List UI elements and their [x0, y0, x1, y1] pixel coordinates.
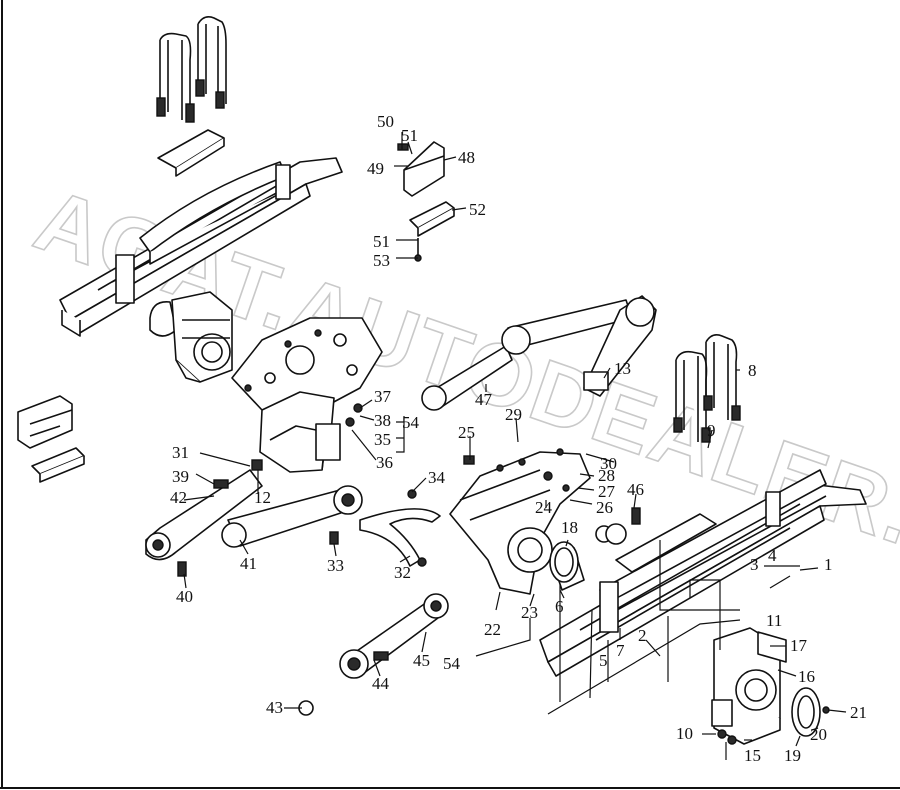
side-brackets-left [17, 395, 85, 483]
callout-46: 46 [627, 480, 644, 499]
callout-52: 52 [469, 200, 486, 219]
callout-34: 34 [428, 468, 446, 487]
callout-33: 33 [327, 556, 344, 575]
upper-v-rod [421, 295, 657, 411]
callout-37: 37 [374, 387, 392, 406]
axle-seat-left [149, 291, 233, 383]
callout-12: 12 [254, 488, 271, 507]
bolts-left-group [177, 403, 417, 577]
callout-36: 36 [376, 453, 393, 472]
u-bolts-left [156, 16, 227, 123]
callout-32: 32 [394, 563, 411, 582]
callout-31: 31 [172, 443, 189, 462]
bolt-46 [595, 507, 641, 545]
ring-seal [549, 541, 579, 583]
lower-arm-left [145, 469, 363, 561]
callout-47: 47 [475, 390, 493, 409]
callout-labels: 50 51 49 48 52 51 53 8 13 47 37 38 54 35… [170, 112, 867, 765]
callout-10: 10 [676, 724, 693, 743]
bracket-curved [359, 508, 441, 567]
leaf-spring-left [59, 157, 343, 337]
callout-54-top: 54 [402, 413, 420, 432]
callout-20: 20 [810, 725, 827, 744]
callout-22: 22 [484, 620, 501, 639]
callout-35: 35 [374, 430, 391, 449]
callout-9: 9 [707, 421, 716, 440]
callout-23: 23 [521, 603, 538, 622]
callout-30: 30 [600, 454, 617, 473]
brackets-48-52 [397, 141, 455, 262]
callout-48: 48 [458, 148, 475, 167]
callout-40: 40 [176, 587, 193, 606]
callout-21: 21 [850, 703, 867, 722]
axle-seat-right [711, 627, 830, 745]
callout-8: 8 [748, 361, 757, 380]
u-bolts-right [673, 334, 741, 443]
callout-6: 6 [555, 597, 564, 616]
callout-17: 17 [790, 636, 808, 655]
callout-18: 18 [561, 518, 578, 537]
callout-19: 19 [784, 746, 801, 765]
leaf-spring-right [539, 469, 867, 677]
callout-13: 13 [614, 359, 631, 378]
callout-51-bottom: 51 [373, 232, 390, 251]
callout-3: 3 [750, 555, 759, 574]
leader-lines [183, 132, 847, 760]
callout-38: 38 [374, 411, 391, 430]
spring-pad-left [157, 129, 225, 177]
callout-50: 50 [377, 112, 394, 131]
callout-44: 44 [372, 674, 390, 693]
callout-49: 49 [367, 159, 384, 178]
callout-53: 53 [373, 251, 390, 270]
callout-4: 4 [768, 546, 777, 565]
callout-16: 16 [798, 667, 815, 686]
callout-28: 28 [598, 466, 615, 485]
callout-26: 26 [596, 498, 613, 517]
callout-15: 15 [744, 746, 761, 765]
lower-rod-right [298, 593, 449, 716]
callout-1: 1 [824, 555, 833, 574]
callout-43: 43 [266, 698, 283, 717]
callout-45: 45 [413, 651, 430, 670]
callout-2: 2 [638, 626, 647, 645]
axle-housing-center [231, 317, 383, 473]
callout-24: 24 [535, 498, 553, 517]
callout-39: 39 [172, 467, 189, 486]
callout-51-top: 51 [401, 126, 418, 145]
callout-42: 42 [170, 488, 187, 507]
axle-housing-right [449, 448, 591, 595]
callout-25: 25 [458, 423, 475, 442]
callout-7: 7 [616, 641, 625, 660]
callout-54-bottom: 54 [443, 654, 461, 673]
callout-27: 27 [598, 482, 616, 501]
callout-29: 29 [505, 405, 522, 424]
callout-11: 11 [766, 611, 782, 630]
callout-41: 41 [240, 554, 257, 573]
callout-5: 5 [599, 651, 608, 670]
